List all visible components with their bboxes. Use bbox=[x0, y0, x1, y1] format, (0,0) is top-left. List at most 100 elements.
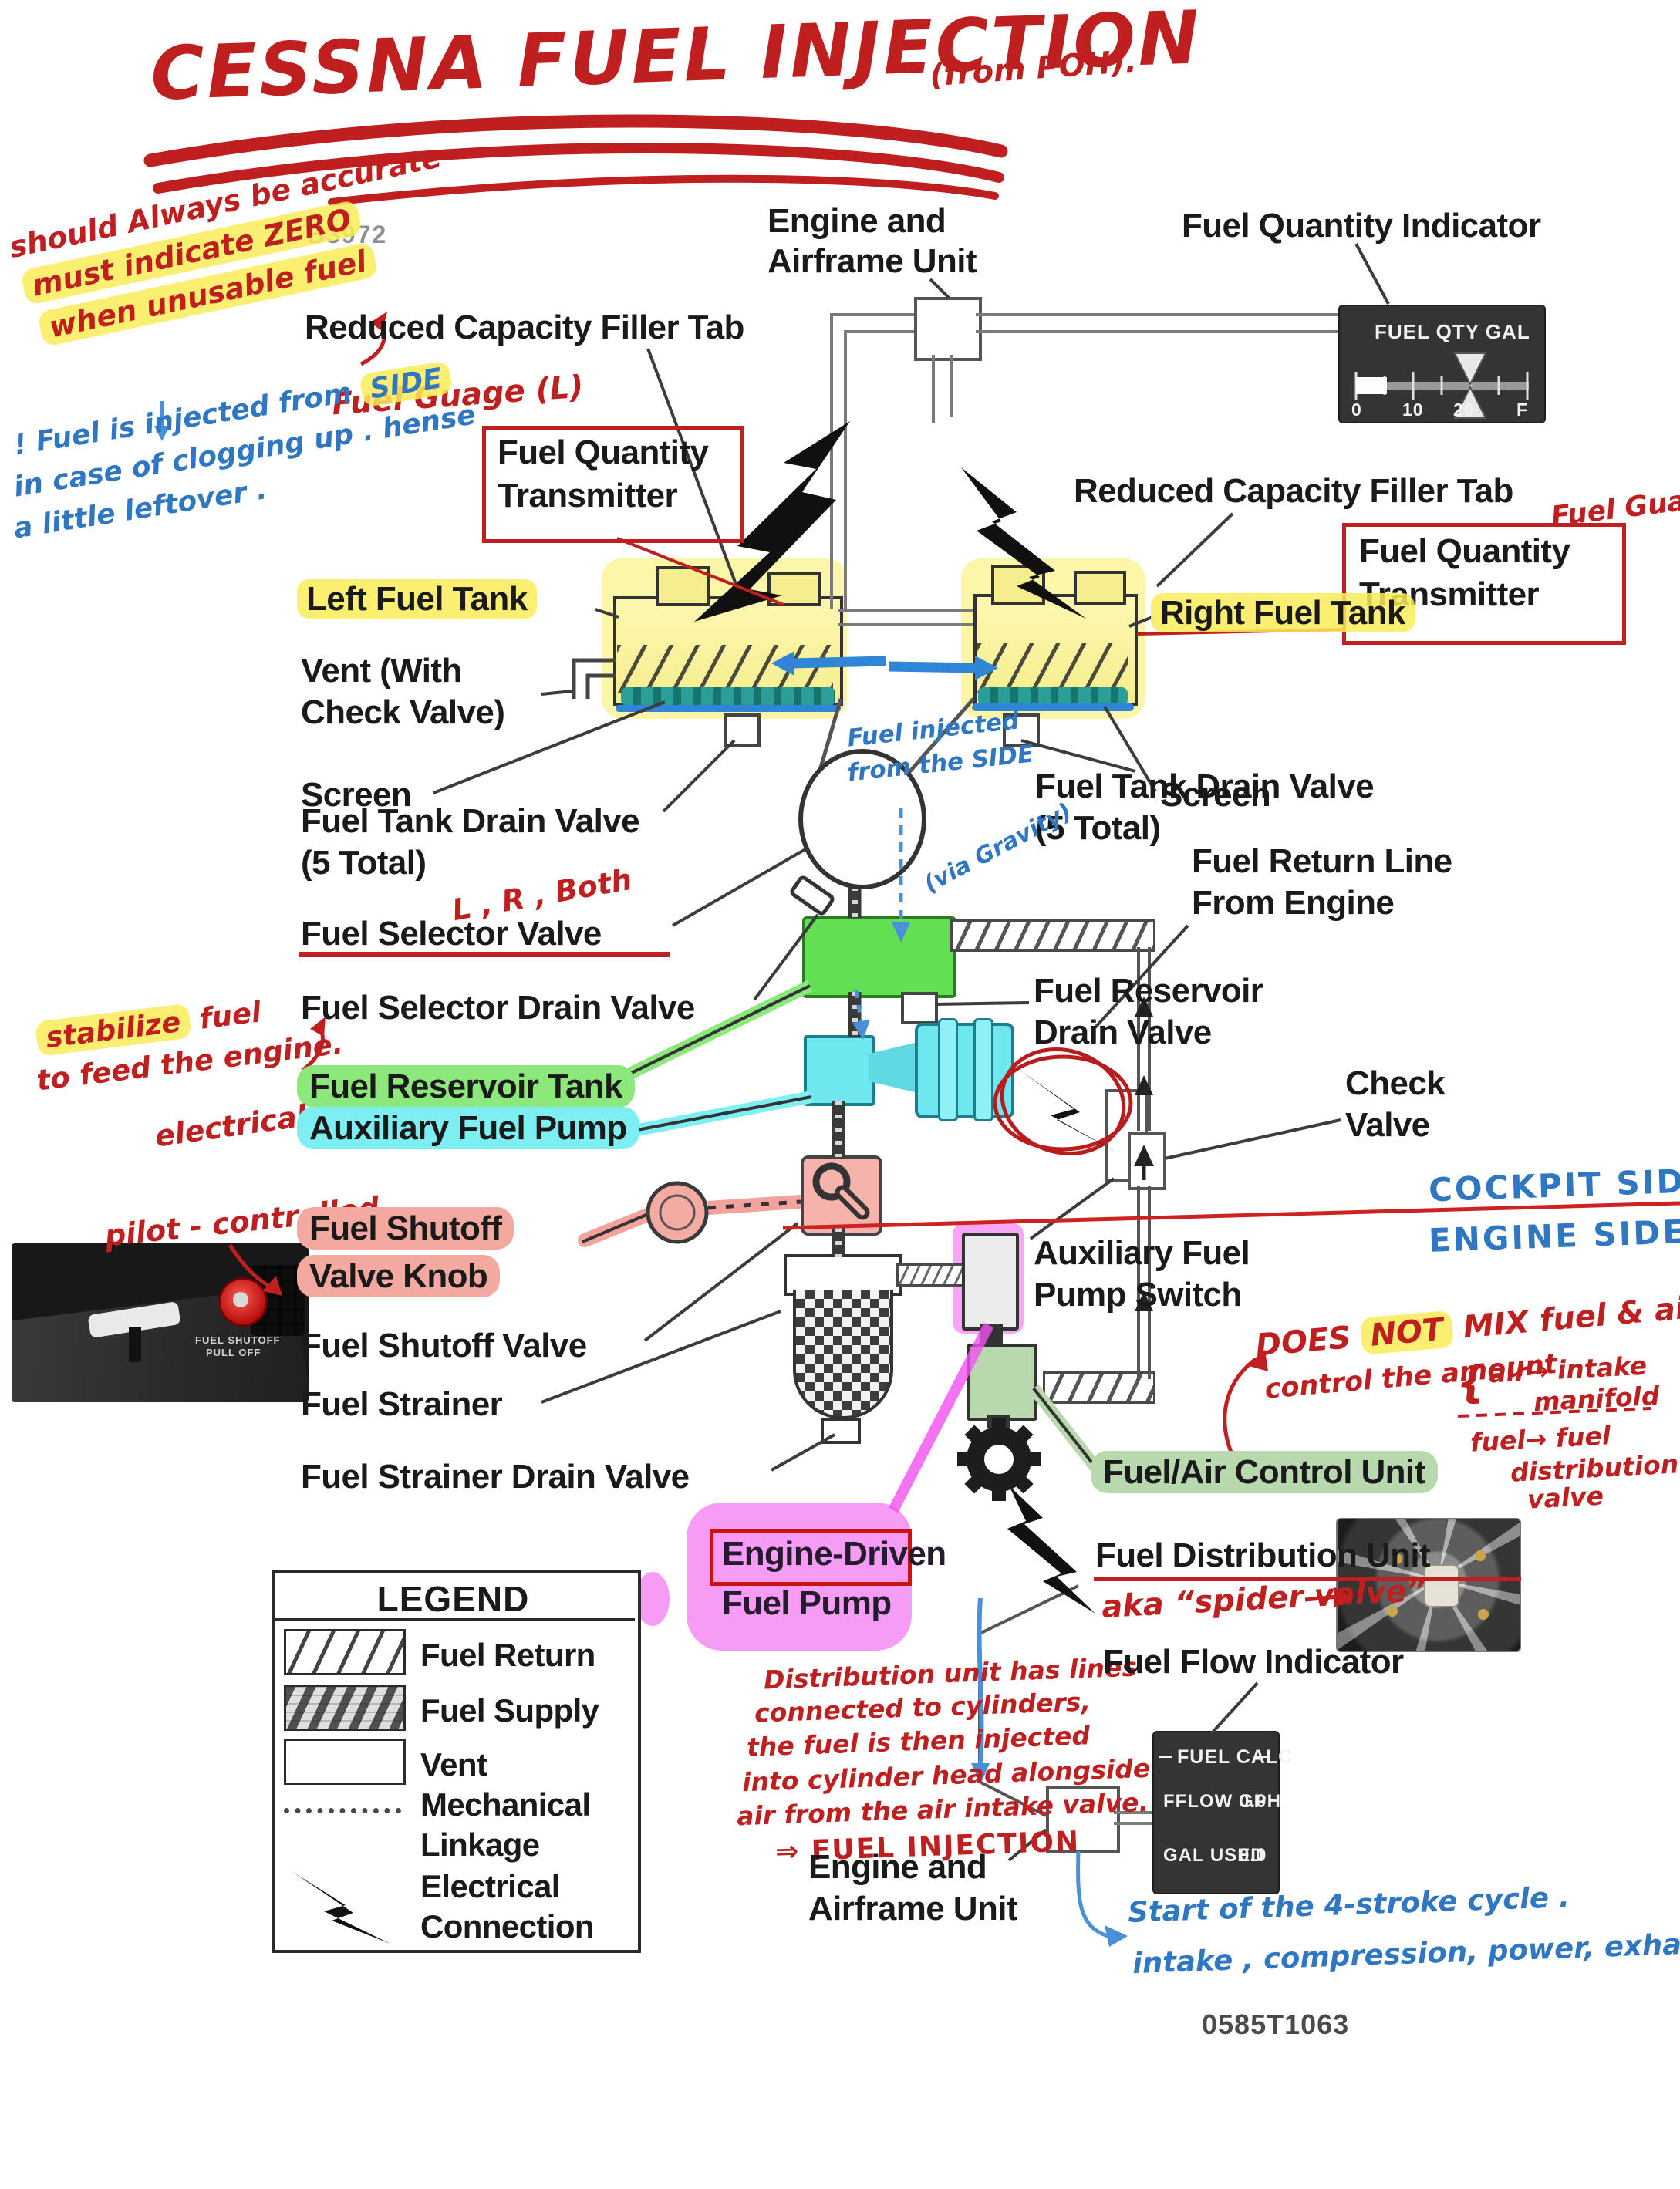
label-fuel-air-control-hl: Fuel/Air Control Unit bbox=[1091, 1451, 1438, 1493]
fuel-calc-row1-key: FFLOW GPH bbox=[1163, 1791, 1281, 1812]
label-fuel-selector-valve: Fuel Selector Valve bbox=[301, 915, 602, 953]
label-fuel-strainer-drain: Fuel Strainer Drain Valve bbox=[301, 1458, 690, 1496]
engine-airframe-box-bottom bbox=[1046, 1786, 1120, 1853]
engine-driven-pump-body bbox=[962, 1233, 1019, 1331]
label-engine-airframe-top-2: Airframe Unit bbox=[767, 242, 977, 280]
photo-caption-1: FUEL SHUTOFF bbox=[195, 1334, 281, 1346]
right-tank-transmitter-bump bbox=[1074, 571, 1126, 605]
spider-photo-hub bbox=[1424, 1564, 1459, 1607]
fuel-qty-scale-0: 0 bbox=[1351, 400, 1362, 420]
legend-item-connection: Connection bbox=[420, 1908, 595, 1944]
label-screen-right: Screen bbox=[1160, 776, 1271, 814]
lightning-bolt-legend bbox=[292, 1871, 390, 1944]
fuel-qty-transmitter-box-left bbox=[482, 426, 744, 543]
label-left-fuel-tank-hl: Left Fuel Tank bbox=[297, 579, 537, 619]
legend-swatch-fuel-supply bbox=[284, 1685, 406, 1731]
engine-driven-pump-highlight-blob bbox=[687, 1503, 912, 1651]
label-fqt-left-2: Transmitter bbox=[498, 477, 678, 514]
label-fuel-shutoff-valve: Fuel Shutoff Valve bbox=[301, 1327, 587, 1364]
fuel-qty-scale-20: 20 bbox=[1453, 400, 1475, 420]
right-tank-blue-underline bbox=[972, 703, 1134, 711]
label-aux-fuel-pump: Auxiliary Fuel Pump bbox=[297, 1107, 639, 1149]
label-fqt-left-1: Fuel Quantity bbox=[498, 433, 709, 471]
strainer-drain-fitting bbox=[821, 1418, 861, 1444]
photo-caption-2: PULL OFF bbox=[206, 1347, 261, 1358]
label-engine-airframe-bottom-1: Engine and bbox=[808, 1848, 987, 1886]
aux-pump-ring-1 bbox=[938, 1018, 958, 1121]
fuel-distribution-spider bbox=[957, 1418, 1041, 1501]
return-elbow-pipe bbox=[1043, 1371, 1155, 1404]
label-fuel-return-2: From Engine bbox=[1192, 884, 1395, 922]
left-tank-blue-underline bbox=[616, 705, 841, 712]
label-fuel-shutoff-knob-2: Valve Knob bbox=[297, 1255, 501, 1297]
label-fqt-right-1: Fuel Quantity bbox=[1359, 532, 1570, 570]
left-fuel-tank-hatch bbox=[617, 645, 833, 693]
photo-lever-stem bbox=[129, 1327, 141, 1362]
legend-dotted-line bbox=[284, 1808, 401, 1813]
label-right-fuel-tank: Right Fuel Tank bbox=[1151, 593, 1415, 632]
spider-photo-fitting-1 bbox=[1392, 1553, 1402, 1564]
note-fuel-3: valve bbox=[1527, 1480, 1604, 1515]
right-fuel-tank-hatch bbox=[977, 643, 1128, 693]
label-fsk1-hl: Fuel Shutoff bbox=[297, 1207, 514, 1250]
fuel-qty-transmitter-box-right bbox=[1342, 523, 1626, 645]
label-engine-driven-2: Fuel Pump bbox=[722, 1584, 892, 1622]
fuel-calc-row1-val: 0.0 bbox=[1239, 1791, 1267, 1812]
label-reduced-capacity-left: Reduced Capacity Filler Tab bbox=[305, 309, 744, 346]
label-frdv-1: Fuel Reservoir bbox=[1034, 972, 1263, 1010]
legend-item-mechanical: Mechanical bbox=[420, 1786, 591, 1823]
left-tank-screen-strip bbox=[621, 687, 835, 706]
label-left-fuel-tank: Left Fuel Tank bbox=[297, 579, 537, 619]
strainer-to-pump-pipe bbox=[896, 1263, 967, 1287]
label-ftdv-right-2: (5 Total) bbox=[1035, 809, 1161, 847]
label-fsk2-hl: Valve Knob bbox=[297, 1255, 501, 1297]
label-aux-fuel-pump-hl: Auxiliary Fuel Pump bbox=[297, 1107, 639, 1149]
fuel-qty-header: FUEL QTY GAL bbox=[1375, 320, 1530, 343]
label-engine-airframe-top-1: Engine and bbox=[767, 202, 946, 240]
label-check-valve-1: Check bbox=[1345, 1064, 1446, 1102]
distribution-red-underline bbox=[1094, 1577, 1521, 1581]
fuel-calc-header: FUEL CALC bbox=[1177, 1746, 1294, 1768]
fuel-calc-panel bbox=[1152, 1731, 1280, 1894]
spider-photo-fitting-3 bbox=[1387, 1606, 1398, 1617]
strainer-dome bbox=[793, 1290, 893, 1419]
fuel-qty-scale-10: 10 bbox=[1402, 400, 1424, 420]
fuel-calc-dash-right bbox=[1256, 1756, 1270, 1758]
label-frdv-2: Drain Valve bbox=[1034, 1014, 1212, 1051]
shutoff-knob-circle bbox=[646, 1181, 709, 1244]
label-check-valve-2: Valve bbox=[1345, 1106, 1430, 1144]
title-swoosh-1 bbox=[143, 114, 1008, 167]
check-valve-arrow bbox=[1134, 1145, 1154, 1166]
label-ftdv-left-2: (5 Total) bbox=[301, 844, 427, 882]
legend-item-vent: Vent bbox=[420, 1746, 487, 1783]
legend-swatch-vent bbox=[284, 1739, 406, 1785]
fuel-return-pipe-horizontal bbox=[950, 919, 1155, 952]
label-ftdv-right-1: Fuel Tank Drain Valve bbox=[1035, 767, 1375, 805]
note-brace: { bbox=[1454, 1356, 1489, 1409]
label-vent-2: Check Valve) bbox=[301, 693, 505, 731]
legend-item-linkage: Linkage bbox=[420, 1826, 540, 1863]
fuel-calc-dash-left bbox=[1159, 1756, 1172, 1758]
left-tank-transmitter-bump bbox=[767, 572, 821, 606]
label-fuel-strainer: Fuel Strainer bbox=[301, 1385, 503, 1423]
title-swoosh-3 bbox=[328, 174, 999, 206]
spider-valve-photo bbox=[1336, 1518, 1521, 1652]
label-screen-left: Screen bbox=[301, 776, 412, 814]
label-fuel-selector-drain: Fuel Selector Drain Valve bbox=[301, 989, 695, 1027]
legend-swatch-fuel-return bbox=[284, 1629, 406, 1675]
fuel-calc-row2-key: GAL USED bbox=[1163, 1845, 1265, 1866]
legend-item-fuel-supply: Fuel Supply bbox=[420, 1692, 599, 1729]
fuel-selector-valve-circle bbox=[798, 749, 926, 889]
right-tank-screen-strip bbox=[978, 687, 1128, 706]
legend-item-fuel-return: Fuel Return bbox=[420, 1637, 595, 1673]
fuel-reservoir-tank-box bbox=[802, 916, 956, 998]
document-code: 0585T1063 bbox=[1202, 2009, 1350, 2040]
lightning-bolt-right bbox=[961, 467, 1086, 619]
magenta-blob-by-legend bbox=[636, 1572, 670, 1626]
legend-title-divider bbox=[272, 1618, 635, 1621]
label-engine-airframe-bottom-2: Airframe Unit bbox=[808, 1890, 1018, 1928]
legend-title: LEGEND bbox=[376, 1579, 530, 1619]
fuel-qty-gauge bbox=[1354, 352, 1529, 419]
label-vent-1: Vent (With bbox=[301, 652, 462, 690]
